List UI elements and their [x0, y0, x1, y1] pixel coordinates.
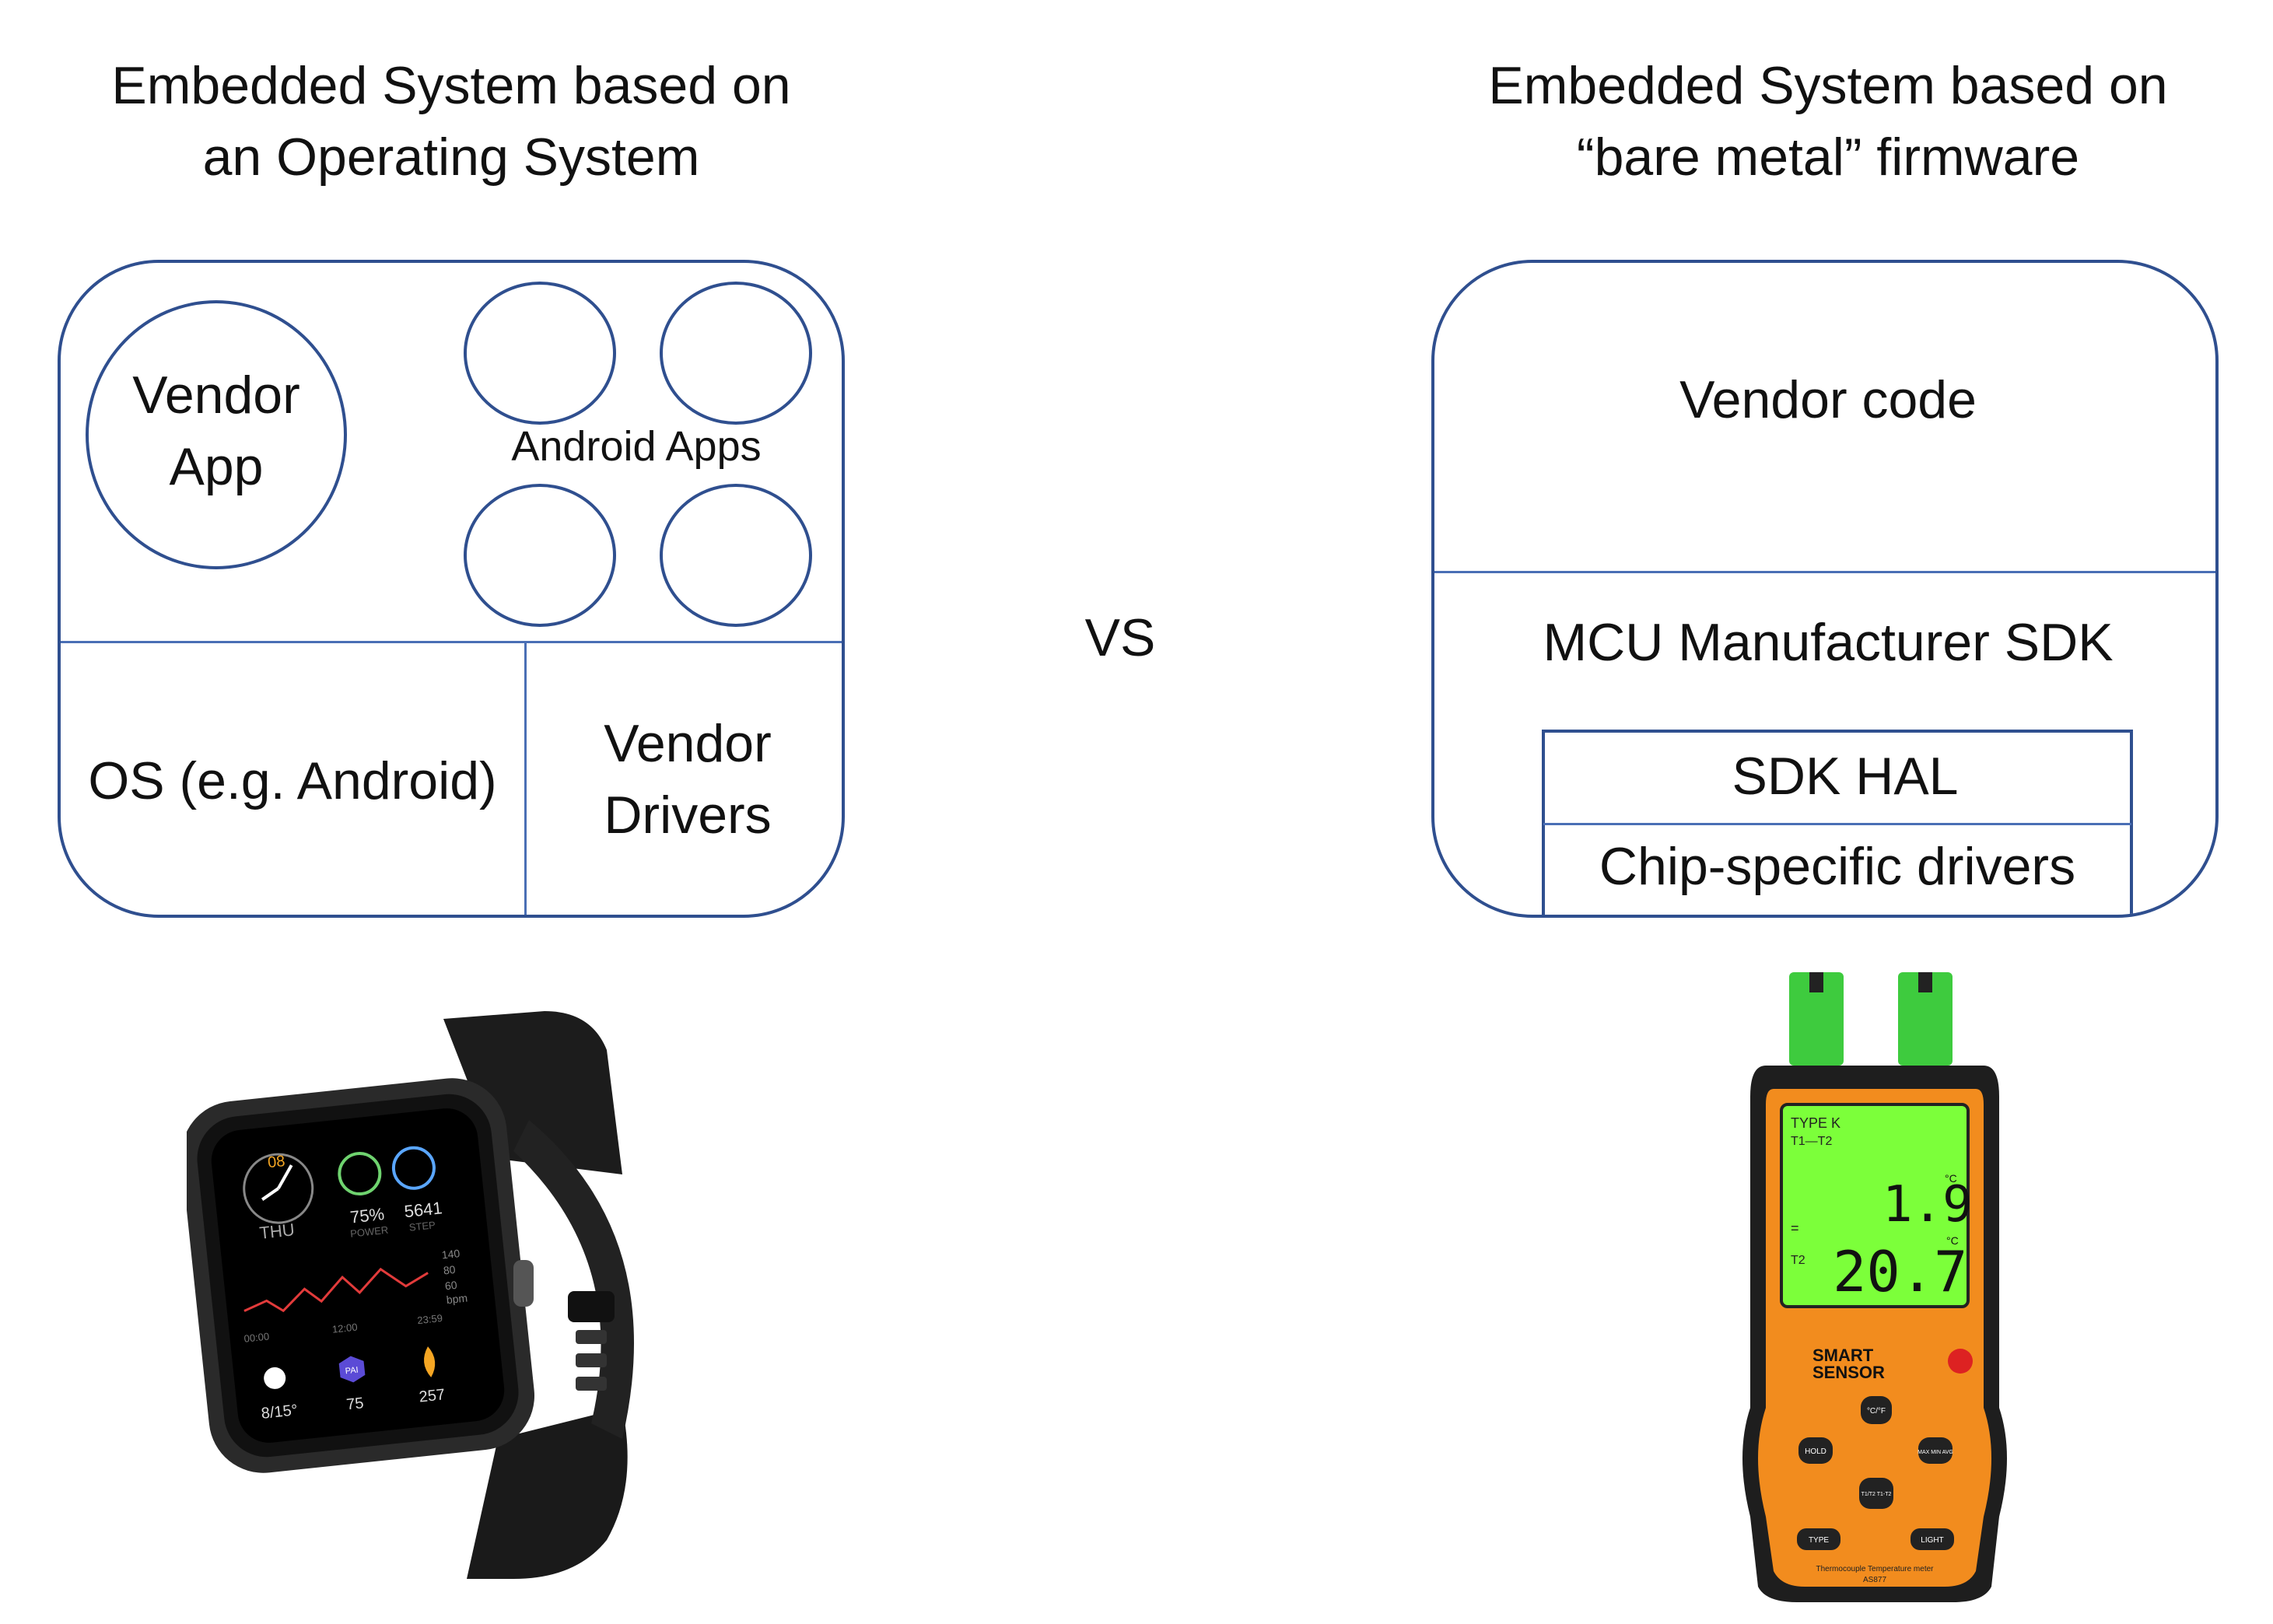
watch-time-tick: 00:00 — [243, 1330, 270, 1344]
vendor-code-label: Vendor code — [1679, 370, 1977, 429]
vendor-app-line2: App — [169, 437, 264, 496]
lcd-t2: T2 — [1791, 1254, 1805, 1267]
watch-step-value: 5641 — [403, 1198, 443, 1221]
watch-time-tick: 12:00 — [331, 1321, 358, 1335]
smartwatch-image: 08 THU 75% 5641 POWER STEP 140 80 60 bpm… — [187, 1011, 634, 1579]
right-title-line1: Embedded System based on — [1488, 56, 2168, 115]
sdk-hal-box — [1542, 730, 2133, 915]
right-title-line2: “bare metal” firmware — [1576, 128, 2080, 187]
divider — [1543, 823, 2131, 825]
watch-screen: 08 THU 75% 5641 POWER STEP 140 80 60 bpm… — [211, 1108, 505, 1443]
watch-pai: 75 — [345, 1395, 364, 1413]
probe-connector — [1789, 972, 1844, 1066]
lcd-mode: T1—T2 — [1791, 1135, 1832, 1148]
lcd-unit: °C — [1945, 1172, 1957, 1185]
watch-pai-badge: PAI — [345, 1366, 359, 1377]
watch-weather: 8/15° — [261, 1402, 299, 1423]
thermometer-meter-image: TYPE K T1—T2 = T2 1.9 20.7 °C °C SMART S… — [1742, 972, 2007, 1602]
watch-hr-tick: 60 — [444, 1279, 457, 1293]
vendor-app-circle — [86, 300, 347, 569]
watch-strap-bottom — [467, 1408, 628, 1579]
watch-date: 08 — [267, 1153, 285, 1171]
lcd-screen — [1780, 1103, 1970, 1308]
meter-model: AS877 — [1863, 1576, 1886, 1584]
btn-t1t2: T1/T2 T1-T2 — [1861, 1492, 1892, 1497]
mcu-sdk-label: MCU Manufacturer SDK — [1543, 613, 2114, 672]
left-title-line2: an Operating System — [202, 128, 700, 187]
bare-metal-panel: Vendor code MCU Manufacturer SDK SDK HAL… — [1431, 260, 2219, 918]
pai-icon — [338, 1356, 366, 1383]
divider — [1434, 571, 2215, 573]
vendor-drivers-line2: Drivers — [604, 786, 772, 845]
vs-label: VS — [1084, 608, 1156, 667]
btn-max: MAX MIN AVG — [1918, 1450, 1953, 1455]
lcd-value-2: 20.7 — [1833, 1239, 1967, 1304]
btn-cf: °C/°F — [1867, 1407, 1886, 1416]
android-app-circle — [464, 484, 616, 627]
lcd-eq: = — [1791, 1220, 1799, 1236]
vendor-drivers-line1: Vendor — [604, 714, 772, 773]
brand-line1: SMART — [1812, 1346, 1874, 1365]
android-apps-label: Android Apps — [511, 423, 762, 470]
divider — [524, 641, 527, 915]
vendor-app-line1: Vendor — [132, 366, 300, 425]
watch-step-label: STEP — [408, 1219, 436, 1233]
watch-hr-tick: 80 — [443, 1263, 456, 1277]
btn-light: LIGHT — [1921, 1536, 1943, 1545]
probe-connector — [1898, 972, 1953, 1066]
chip-drivers-label: Chip-specific drivers — [1599, 837, 2076, 896]
weather-icon — [264, 1367, 286, 1389]
brand-line2: SENSOR — [1812, 1363, 1885, 1382]
left-title: Embedded System based on an Operating Sy… — [0, 50, 902, 193]
btn-hold: HOLD — [1805, 1447, 1826, 1456]
watch-time-tick: 23:59 — [417, 1312, 443, 1326]
vendor-drivers-label: Vendor Drivers — [527, 708, 842, 851]
right-title: Embedded System based on “bare metal” fi… — [1369, 50, 2273, 193]
sdk-hal-label: SDK HAL — [1732, 747, 1959, 806]
lcd-unit: °C — [1946, 1234, 1959, 1247]
watch-crown — [513, 1260, 534, 1307]
left-title-line1: Embedded System based on — [111, 56, 791, 115]
watch-power-label: POWER — [350, 1224, 389, 1240]
android-app-circle — [660, 484, 812, 627]
meter-buttons: °C/°F HOLD MAX MIN AVG T1/T2 T1-T2 TYPE … — [1797, 1396, 1954, 1550]
watch-hr-tick: 140 — [441, 1247, 461, 1261]
divider — [61, 641, 842, 643]
lcd-type: TYPE K — [1791, 1115, 1840, 1131]
watch-power-value: 75% — [349, 1204, 385, 1227]
os-system-panel: Vendor App Android Apps OS (e.g. Android… — [58, 260, 845, 918]
watch-hr-tick: bpm — [446, 1291, 468, 1306]
watch-day: THU — [258, 1220, 296, 1243]
android-app-circle — [660, 282, 812, 425]
android-app-circle — [464, 282, 616, 425]
power-button-icon — [1948, 1349, 1973, 1374]
meter-footer: Thermocouple Temperature meter — [1816, 1565, 1935, 1573]
watch-cal: 257 — [419, 1386, 446, 1405]
vendor-app-label: Vendor App — [86, 359, 347, 502]
flame-icon — [424, 1346, 436, 1377]
os-label: OS (e.g. Android) — [88, 751, 497, 810]
btn-type: TYPE — [1809, 1536, 1829, 1545]
lcd-value-1: 1.9 — [1882, 1176, 1973, 1234]
watch-heart-rate-line — [243, 1267, 429, 1313]
